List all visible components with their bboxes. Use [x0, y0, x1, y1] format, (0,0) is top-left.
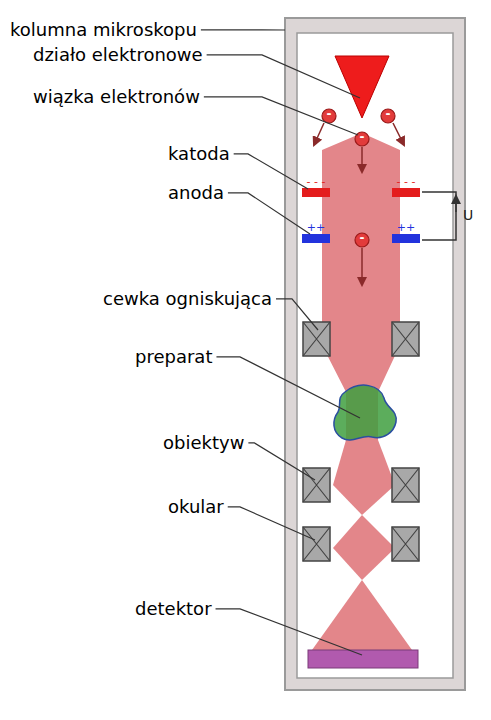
anode-plate [302, 234, 330, 243]
column-interior [297, 33, 453, 678]
leader-line [276, 299, 318, 330]
part-label: anoda [168, 183, 224, 203]
part-label: wiązka elektronów [33, 87, 200, 107]
electron-gun [335, 56, 389, 118]
charge-sign: ++ [397, 222, 415, 234]
charge-sign: - - - [307, 176, 326, 188]
electron-charge: - [386, 108, 391, 121]
part-label: detektor [135, 599, 212, 619]
cathode-plate [302, 188, 330, 197]
electron-charge: - [327, 108, 332, 121]
part-label: działo elektronowe [33, 45, 203, 65]
electron-charge: - [360, 232, 365, 245]
part-label: okular [168, 497, 224, 517]
leader-line [228, 507, 315, 540]
coil-symbol [392, 468, 419, 502]
coil-symbol [303, 468, 330, 502]
charge-sign: - - - [397, 176, 416, 188]
leader-lines [201, 30, 362, 655]
coils [303, 322, 419, 561]
part-label: cewka ogniskująca [103, 289, 272, 309]
part-label: preparat [135, 347, 212, 367]
electrons [322, 109, 395, 247]
coil-symbol [392, 322, 419, 356]
voltage-bracket [422, 192, 456, 240]
part-label: katoda [168, 144, 230, 164]
specimen [334, 385, 396, 440]
electron-charge: - [360, 131, 365, 144]
anode-plate [392, 234, 420, 243]
column-housing [285, 18, 465, 690]
leader-line [216, 357, 360, 418]
charge-sign: ++ [307, 222, 325, 234]
leader-line [248, 443, 315, 480]
leader-line [228, 193, 310, 234]
coil-symbol [303, 322, 330, 356]
leader-line [216, 609, 362, 655]
leader-line [204, 97, 358, 135]
part-label: obiektyw [163, 433, 244, 453]
coil-symbol [392, 527, 419, 561]
voltage-symbol: U [463, 208, 473, 223]
coil-symbol [303, 527, 330, 561]
electron-beam [312, 133, 412, 650]
leader-line [201, 29, 285, 30]
detector-plate [308, 650, 418, 668]
leader-line [207, 55, 360, 98]
electron-arrows [314, 123, 404, 285]
part-label: kolumna mikroskopu [10, 20, 197, 40]
cathode-plate [392, 188, 420, 197]
leader-line [234, 154, 308, 189]
